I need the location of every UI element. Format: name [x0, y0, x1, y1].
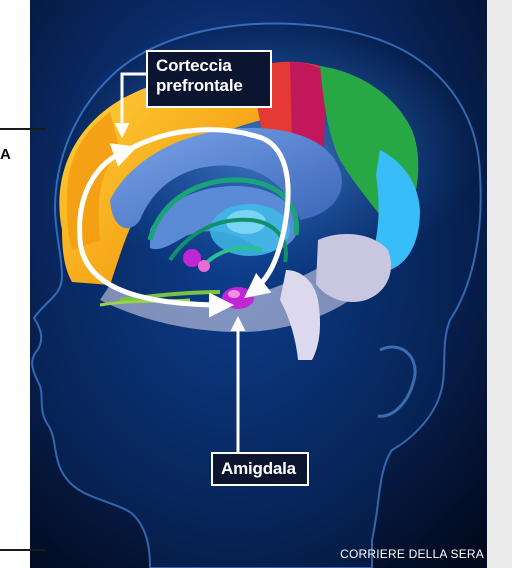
left-rule-top — [0, 128, 46, 130]
prefrontal-cortex-label-line1: Corteccia — [156, 56, 262, 76]
prefrontal-cortex-label-line2: prefrontale — [156, 76, 262, 96]
mammillary-body — [198, 260, 210, 272]
amygdala-shape — [222, 287, 254, 309]
cropped-left-text: A — [0, 146, 14, 166]
left-margin — [0, 0, 30, 568]
amygdala-highlight — [228, 290, 240, 298]
left-rule-bottom — [0, 549, 46, 551]
amygdala-label: Amigdala — [211, 452, 309, 486]
source-credit: CORRIERE DELLA SERA — [324, 547, 484, 565]
prefrontal-cortex-label: Corteccia prefrontale — [146, 50, 272, 108]
right-margin — [487, 0, 512, 568]
